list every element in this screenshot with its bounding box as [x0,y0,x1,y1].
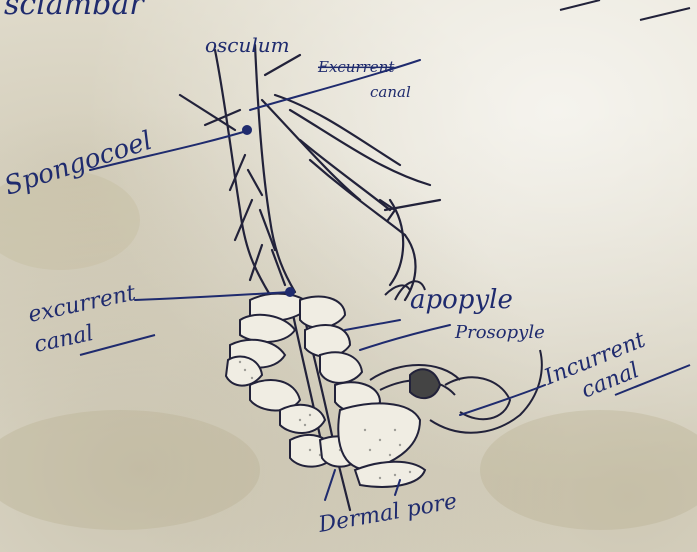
label-excurrent-canal-top-line1: Excurrent [317,58,395,76]
label-dermal-pore: Dermal pore [316,489,459,538]
label-osculum: osculum [205,33,290,57]
label-excurrent-canal-line1: excurrent [26,281,138,328]
spongocoel-dot [242,125,252,135]
label-prosopyle: Prosopyle [454,322,545,343]
label-apopyle: apopyle [410,285,513,315]
top-scrawl: sclambar [4,0,145,22]
top-right-scribble [560,0,690,20]
label-excurrent-canal-top-line2: canal [370,83,411,101]
excurrent-canal-dot [285,287,295,297]
dermal-pore-pointer [325,470,335,500]
apopyle-pointer [345,320,400,330]
prosopyle-pointer [360,325,450,350]
